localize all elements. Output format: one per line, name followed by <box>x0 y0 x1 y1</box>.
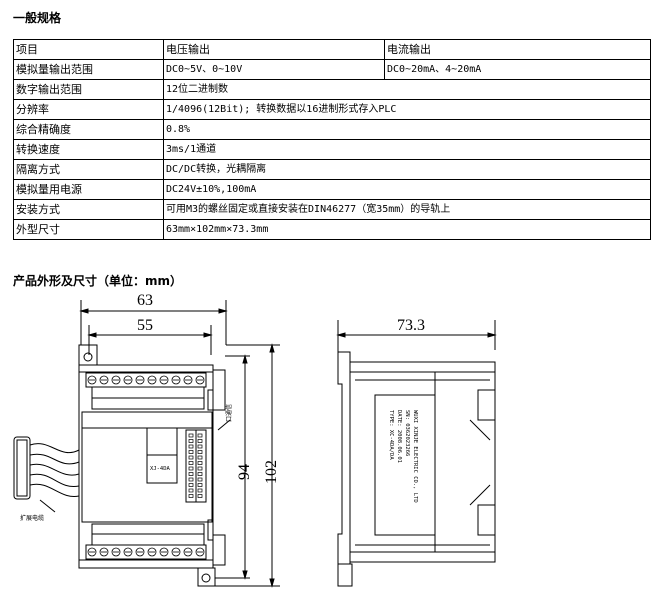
port-pin <box>188 488 194 493</box>
terminal-screw-icon <box>171 547 181 557</box>
port-pin <box>197 455 203 460</box>
terminal-row-bottom <box>87 547 205 557</box>
port-pin <box>188 433 194 438</box>
spec-row-label: 分辨率 <box>13 99 164 120</box>
port-pin <box>188 494 194 498</box>
port-pin <box>188 483 194 487</box>
port-pin <box>197 461 203 465</box>
port-pin <box>197 439 203 443</box>
nameplate-line-1: TYPE: XC-4DA/DA <box>388 410 394 460</box>
dim-height-total: 102 <box>263 460 280 484</box>
nameplate-line-2: DATE: 2008.06.01 <box>396 410 402 463</box>
nameplate-line-3: SN: 0362023266 <box>404 410 410 456</box>
spec-row-value: 电压输出 <box>163 39 385 60</box>
port-pin <box>197 466 203 471</box>
dim-width-holes: 55 <box>137 317 153 334</box>
terminal-screw-icon <box>99 547 109 557</box>
spec-row-label: 安装方式 <box>13 199 164 220</box>
terminal-screw-icon <box>123 375 133 385</box>
terminal-screw-icon <box>171 375 181 385</box>
terminal-screw-icon <box>147 547 157 557</box>
port-pin <box>197 472 203 476</box>
spec-row-value: 63mm×102mm×73.3mm <box>163 219 651 240</box>
port-pin <box>188 450 194 454</box>
dim-width-total: 63 <box>137 292 153 309</box>
spec-row: 安装方式可用M3的螺丝固定或直接安装在DIN46277（宽35mm）的导轨上 <box>13 199 651 220</box>
expansion-cable-label: 扩展电缆 <box>20 514 44 522</box>
terminal-screw-icon <box>135 375 145 385</box>
terminal-screw-icon <box>123 547 133 557</box>
dim-height-holes: 94 <box>236 464 253 480</box>
port-pin <box>197 433 203 438</box>
port-pin <box>197 494 203 498</box>
port-pin <box>188 472 194 476</box>
spec-row: 项目电压输出电流输出 <box>13 39 651 60</box>
terminal-screw-icon <box>87 547 97 557</box>
terminal-screw-icon <box>87 375 97 385</box>
dim-depth: 73.3 <box>397 317 425 334</box>
terminal-screw-icon <box>111 547 121 557</box>
spec-row-label: 模拟量用电源 <box>13 179 164 200</box>
terminal-screw-icon <box>135 547 145 557</box>
port-pin <box>197 450 203 454</box>
section-title-dimensions: 产品外形及尺寸（单位：mm） <box>13 274 183 288</box>
terminal-screw-icon <box>99 375 109 385</box>
terminal-screw-icon <box>159 547 169 557</box>
spec-row-label: 数字输出范围 <box>13 79 164 100</box>
comm-port <box>188 433 203 498</box>
terminal-row-top <box>87 375 205 385</box>
port-pin <box>188 455 194 460</box>
terminal-screw-icon <box>183 547 193 557</box>
nameplate: TYPE: XC-4DA/DA DATE: 2008.06.01 SN: 036… <box>388 410 418 503</box>
terminal-screw-icon <box>195 547 205 557</box>
port-pin <box>197 488 203 493</box>
terminal-screw-icon <box>159 375 169 385</box>
terminal-screw-icon <box>195 375 205 385</box>
nameplate-line-4: WUXI XINJE ELECTRIC CO., LTD <box>412 410 418 503</box>
port-pin <box>197 483 203 487</box>
port-pin <box>188 461 194 465</box>
port-pin <box>197 477 203 482</box>
terminal-screw-icon <box>111 375 121 385</box>
port-pin <box>188 444 194 449</box>
comm-port-label: 口通信 <box>225 404 233 422</box>
port-pin <box>188 439 194 443</box>
port-pin <box>188 466 194 471</box>
terminal-screw-icon <box>147 375 157 385</box>
port-pin <box>188 477 194 482</box>
terminal-screw-icon <box>183 375 193 385</box>
port-pin <box>197 444 203 449</box>
model-label: XJ-4DA <box>150 466 171 472</box>
spec-row-label: 综合精确度 <box>13 119 164 140</box>
section-title-general: 一般规格 <box>13 11 62 25</box>
